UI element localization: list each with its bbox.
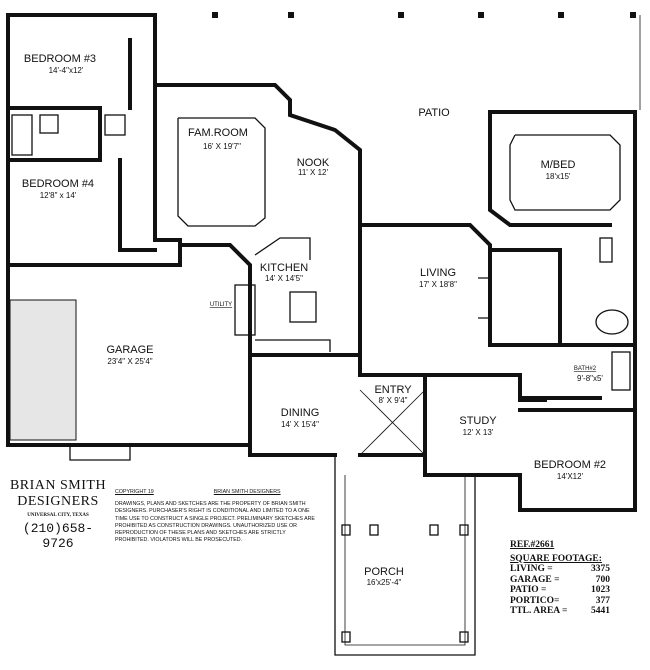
square-footage-table: REF.#2661 SQUARE FOOTAGE: LIVING = 3375 G… bbox=[510, 540, 610, 617]
sqft-row: TTL. AREA = 5441 bbox=[510, 606, 610, 617]
designer-city: UNIVERSAL CITY, TEXAS bbox=[27, 513, 89, 518]
entry-label: ENTRY bbox=[374, 384, 412, 396]
study-label: STUDY bbox=[459, 415, 497, 427]
dining-size: 14' X 15'4" bbox=[281, 420, 319, 429]
living-size: 17' X 18'8" bbox=[419, 280, 457, 289]
sqft-label: TTL. AREA = bbox=[510, 606, 568, 616]
nook-label: NOOK bbox=[297, 157, 330, 169]
porch-label: PORCH bbox=[364, 566, 404, 578]
bedroom2-label: BEDROOM #2 bbox=[534, 459, 606, 471]
sqft-value: 700 bbox=[595, 574, 610, 585]
legal-notice: COPYRIGHT 19 BRIAN SMITH DESIGNERS DRAWI… bbox=[115, 489, 320, 544]
sqft-row: PORTICO= 377 bbox=[510, 596, 610, 607]
copyright-label: COPYRIGHT 19 bbox=[115, 489, 154, 495]
sqft-row: GARAGE = 700 bbox=[510, 575, 610, 586]
fam-room-label: FAM.ROOM bbox=[188, 127, 248, 139]
sqft-label: PATIO = bbox=[510, 585, 547, 595]
bedroom3-label: BEDROOM #3 bbox=[24, 53, 96, 65]
sqft-value: 1023 bbox=[591, 585, 610, 595]
mbed-size: 18'x15' bbox=[546, 172, 571, 181]
dining-label: DINING bbox=[281, 407, 320, 419]
designer-name-1: BRIAN SMITH bbox=[9, 478, 107, 493]
bath2-label: BATH#2 bbox=[574, 366, 597, 372]
designer-phone: (210)658-9726 bbox=[22, 521, 94, 551]
entry-size: 8' X 9'4" bbox=[378, 396, 407, 405]
bedroom4-label: BEDROOM #4 bbox=[22, 178, 94, 190]
copyright-holder: BRIAN SMITH DESIGNERS bbox=[213, 489, 281, 495]
study-size: 12' X 13' bbox=[463, 428, 494, 437]
designer-block: BRIAN SMITH DESIGNERS UNIVERSAL CITY, TE… bbox=[8, 478, 108, 551]
fam-room-size: 16' X 19'7" bbox=[203, 142, 241, 151]
patio-columns bbox=[212, 12, 641, 110]
sqft-row: LIVING = 3375 bbox=[510, 564, 610, 575]
sqft-value: 5441 bbox=[591, 606, 610, 616]
bedroom3-size: 14'-4"x12' bbox=[49, 66, 84, 75]
garage-label: GARAGE bbox=[106, 344, 153, 356]
walls bbox=[6, 13, 637, 656]
bedroom4-size: 12'8" x 14' bbox=[40, 191, 77, 200]
nook-size: 11' X 12' bbox=[298, 168, 329, 177]
sqft-label: PORTICO= bbox=[510, 595, 560, 606]
ref-number: REF.#2661 bbox=[510, 540, 555, 550]
legal-text: DRAWINGS, PLANS AND SKETCHES ARE THE PRO… bbox=[115, 501, 315, 544]
living-label: LIVING bbox=[420, 267, 456, 279]
sqft-label: LIVING = bbox=[510, 564, 553, 574]
sqft-row: PATIO = 1023 bbox=[510, 585, 610, 596]
mbed-label: M/BED bbox=[541, 159, 576, 171]
kitchen-size: 14' X 14'5" bbox=[265, 274, 303, 283]
sqft-value: 3375 bbox=[591, 564, 610, 574]
sqft-value: 377 bbox=[595, 595, 610, 606]
garage-size: 23'4" X 25'4" bbox=[107, 357, 152, 366]
utility-label: UTILITY bbox=[210, 302, 232, 308]
sqft-label: GARAGE = bbox=[510, 574, 560, 585]
bedroom2-size: 14'X12' bbox=[557, 472, 584, 481]
room-labels: BEDROOM #3 14'-4"x12' BEDROOM #4 12'8" x… bbox=[22, 53, 606, 587]
designer-name-2: DESIGNERS bbox=[17, 494, 99, 509]
porch-size: 16'x25'-4" bbox=[367, 578, 402, 587]
sqft-heading: SQUARE FOOTAGE: bbox=[510, 553, 602, 564]
patio-label: PATIO bbox=[418, 107, 450, 119]
kitchen-label: KITCHEN bbox=[260, 262, 308, 274]
bath2-size: 9'-8"x5' bbox=[577, 374, 603, 383]
